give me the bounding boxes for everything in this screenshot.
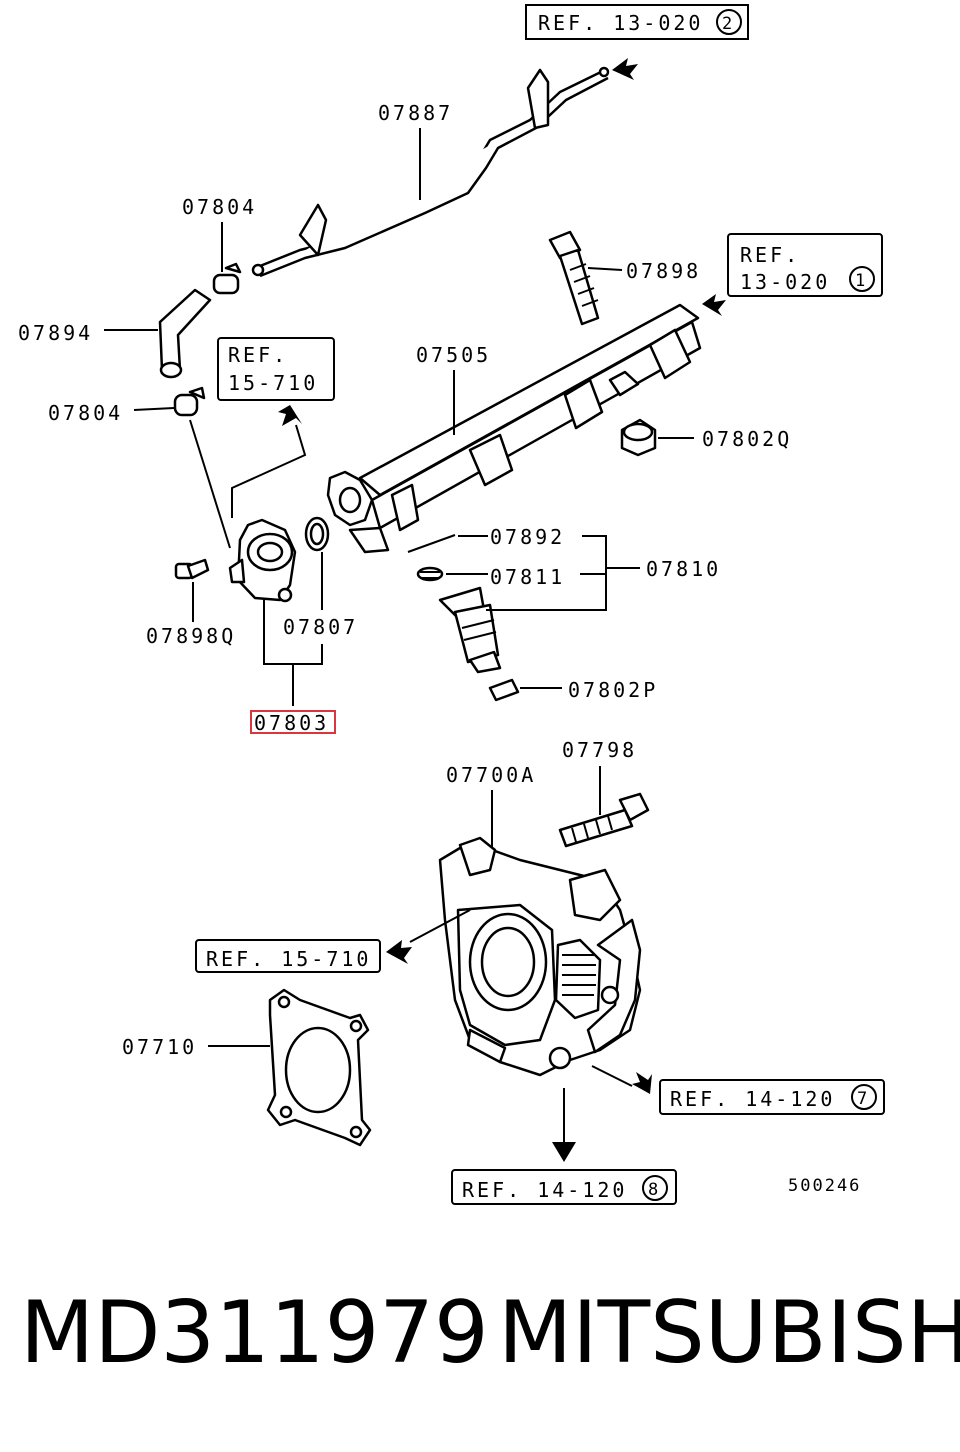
- ref-15-710-lower-text: REF. 15-710: [206, 947, 371, 971]
- throttle-body-07700A: [438, 836, 642, 1077]
- ref-15-710-upper-line1: REF.: [228, 343, 288, 367]
- part-number-caption: MD311979: [20, 1283, 489, 1383]
- label-07802P: 07802P: [568, 678, 658, 702]
- ref-13-020-1-line2: 13-020: [740, 270, 830, 294]
- label-07807: 07807: [283, 615, 358, 639]
- highlight-box-07803: [250, 710, 336, 734]
- arrow-to-ref-8: [552, 1142, 576, 1162]
- ref-14-120-7-num: 7: [857, 1089, 869, 1109]
- gasket-07710: [266, 988, 372, 1147]
- label-07804-lower: 07804: [48, 401, 123, 425]
- label-07505: 07505: [416, 343, 491, 367]
- label-07798: 07798: [562, 738, 637, 762]
- arrow-to-ref-7: [632, 1072, 652, 1094]
- seal-07811: [416, 566, 444, 582]
- label-07700A: 07700A: [446, 763, 536, 787]
- bolt-07898: [548, 230, 600, 326]
- clamp-07804-top: [212, 262, 242, 295]
- brand-caption: MITSUBISHI: [498, 1283, 960, 1383]
- fuel-rail-07505: [326, 303, 702, 554]
- ref-box-13-020-1: REF. 13-020 1: [727, 233, 883, 297]
- arrow-to-ref-15-710-upper: [278, 405, 302, 426]
- label-07802Q: 07802Q: [702, 427, 792, 451]
- ref-box-14-120-7: REF. 14-120 7: [659, 1079, 885, 1115]
- ref-box-14-120-8: REF. 14-120 8: [451, 1169, 677, 1205]
- clamp-07804-lower: [173, 386, 206, 417]
- hose-07894: [158, 288, 212, 379]
- ref-box-15-710-upper: REF. 15-710: [217, 337, 335, 401]
- label-07810: 07810: [646, 557, 721, 581]
- label-07811: 07811: [490, 565, 565, 589]
- ref-13-020-1-num: 1: [855, 271, 867, 291]
- label-07710: 07710: [122, 1035, 197, 1059]
- label-07892: 07892: [490, 525, 565, 549]
- ref-15-710-upper-line2: 15-710: [228, 371, 318, 395]
- ref-14-120-7-text: REF. 14-120: [670, 1087, 835, 1111]
- insulator-07802Q: [620, 418, 657, 457]
- ref-box-13-020-2: REF. 13-020 2: [525, 4, 749, 40]
- o-ring-07892-line: [407, 534, 456, 553]
- label-07898Q: 07898Q: [146, 624, 236, 648]
- label-07898: 07898: [626, 259, 701, 283]
- ref-14-120-8-num: 8: [648, 1180, 660, 1200]
- arrow-to-ref-15-710-lower: [386, 940, 412, 964]
- ref-13-020-2-num: 2: [722, 14, 734, 34]
- label-07887: 07887: [378, 101, 453, 125]
- ref-14-120-8-text: REF. 14-120: [462, 1178, 627, 1202]
- injector: [438, 586, 502, 674]
- ref-box-15-710-lower: REF. 15-710: [195, 939, 381, 973]
- label-07804-top: 07804: [182, 195, 257, 219]
- fuel-line-07887: [251, 66, 610, 278]
- pressure-regulator: [228, 518, 297, 603]
- arrow-to-ref-1: [702, 294, 726, 316]
- seal-07802P: [488, 678, 520, 702]
- ref-13-020-1-line1: REF.: [740, 243, 800, 267]
- diagram-code: 500246: [788, 1176, 861, 1196]
- label-07803: 07803: [254, 711, 329, 735]
- bolt-07898Q: [174, 558, 210, 580]
- bolt-07798: [558, 792, 650, 848]
- ref-13-020-2-text: REF. 13-020: [538, 11, 703, 35]
- arrow-to-ref-2: [612, 58, 638, 80]
- label-07894: 07894: [18, 321, 93, 345]
